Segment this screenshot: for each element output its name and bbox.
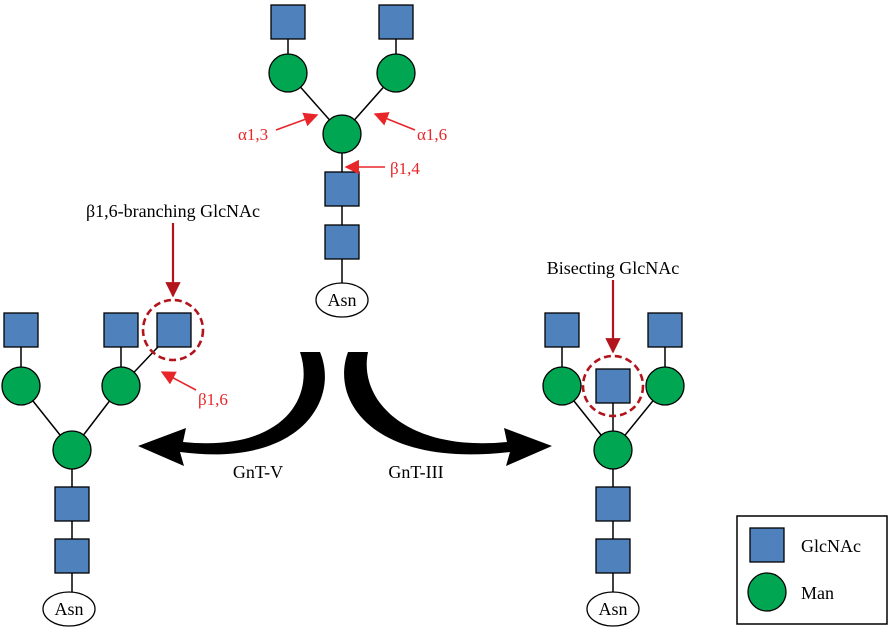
linkage-alpha13-label: α1,3	[238, 125, 268, 144]
glcnac-square	[54, 486, 90, 522]
linkage-alpha16-label: α1,6	[417, 125, 447, 144]
enzyme-gnt-iii-label: GnT-III	[388, 462, 443, 482]
gnt-iii-arrow	[344, 352, 552, 466]
man-circle	[52, 430, 92, 470]
linkage-arrow	[373, 112, 416, 131]
glcnac-square	[270, 4, 306, 40]
linkage-arrow	[275, 112, 319, 131]
man-circle	[322, 114, 362, 154]
legend: GlcNAc Man	[736, 515, 888, 625]
glcnac-square	[324, 224, 360, 260]
glcnac-square	[378, 4, 414, 40]
asn-oval	[315, 282, 369, 318]
linkage-beta16-label: β1,6	[198, 390, 228, 409]
legend-glcnac-icon	[749, 527, 785, 563]
beta16-branched-glycan: Asn β1,6-branching GlcNAc β1,6	[1, 201, 260, 627]
glcnac-square	[595, 486, 631, 522]
glcnac-square	[103, 312, 139, 348]
asn-label: Asn	[598, 599, 627, 619]
glcnac-square	[54, 538, 90, 574]
asn-oval	[586, 591, 640, 627]
man-circle	[1, 366, 41, 406]
legend-man-icon	[747, 572, 787, 612]
glcnac-square-bisecting	[595, 368, 631, 404]
man-circle	[645, 366, 685, 406]
glcnac-square-beta16	[156, 312, 192, 348]
glcnac-square	[324, 171, 360, 207]
bisected-glycan: Asn Bisecting GlcNAc	[542, 258, 685, 627]
asn-oval	[42, 591, 96, 627]
beta16-callout-label: β1,6-branching GlcNAc	[86, 201, 260, 221]
highlight-dashed-circle	[581, 354, 645, 418]
legend-glcnac-label: GlcNAc	[801, 536, 861, 556]
enzyme-gnt-v-label: GnT-V	[233, 462, 283, 482]
glcnac-square	[595, 538, 631, 574]
core-n-glycan: Asn α1,3 α1,6 β1,4	[238, 4, 447, 318]
legend-man-label: Man	[801, 583, 834, 603]
asn-label: Asn	[327, 290, 356, 310]
man-circle	[101, 366, 141, 406]
gnt-v-arrow	[138, 352, 325, 466]
reaction-arrows: GnT-V GnT-III	[138, 352, 552, 482]
glcnac-square	[647, 312, 683, 348]
linkage-beta14-label: β1,4	[390, 159, 420, 178]
asn-label: Asn	[54, 599, 83, 619]
man-circle	[593, 430, 633, 470]
highlight-dashed-circle	[141, 298, 205, 362]
glcnac-square	[544, 312, 580, 348]
man-circle	[268, 53, 308, 93]
man-circle	[376, 53, 416, 93]
linkage-arrow	[160, 371, 197, 391]
bisecting-callout-label: Bisecting GlcNAc	[547, 258, 679, 278]
man-circle	[542, 366, 582, 406]
glcnac-square	[3, 312, 39, 348]
